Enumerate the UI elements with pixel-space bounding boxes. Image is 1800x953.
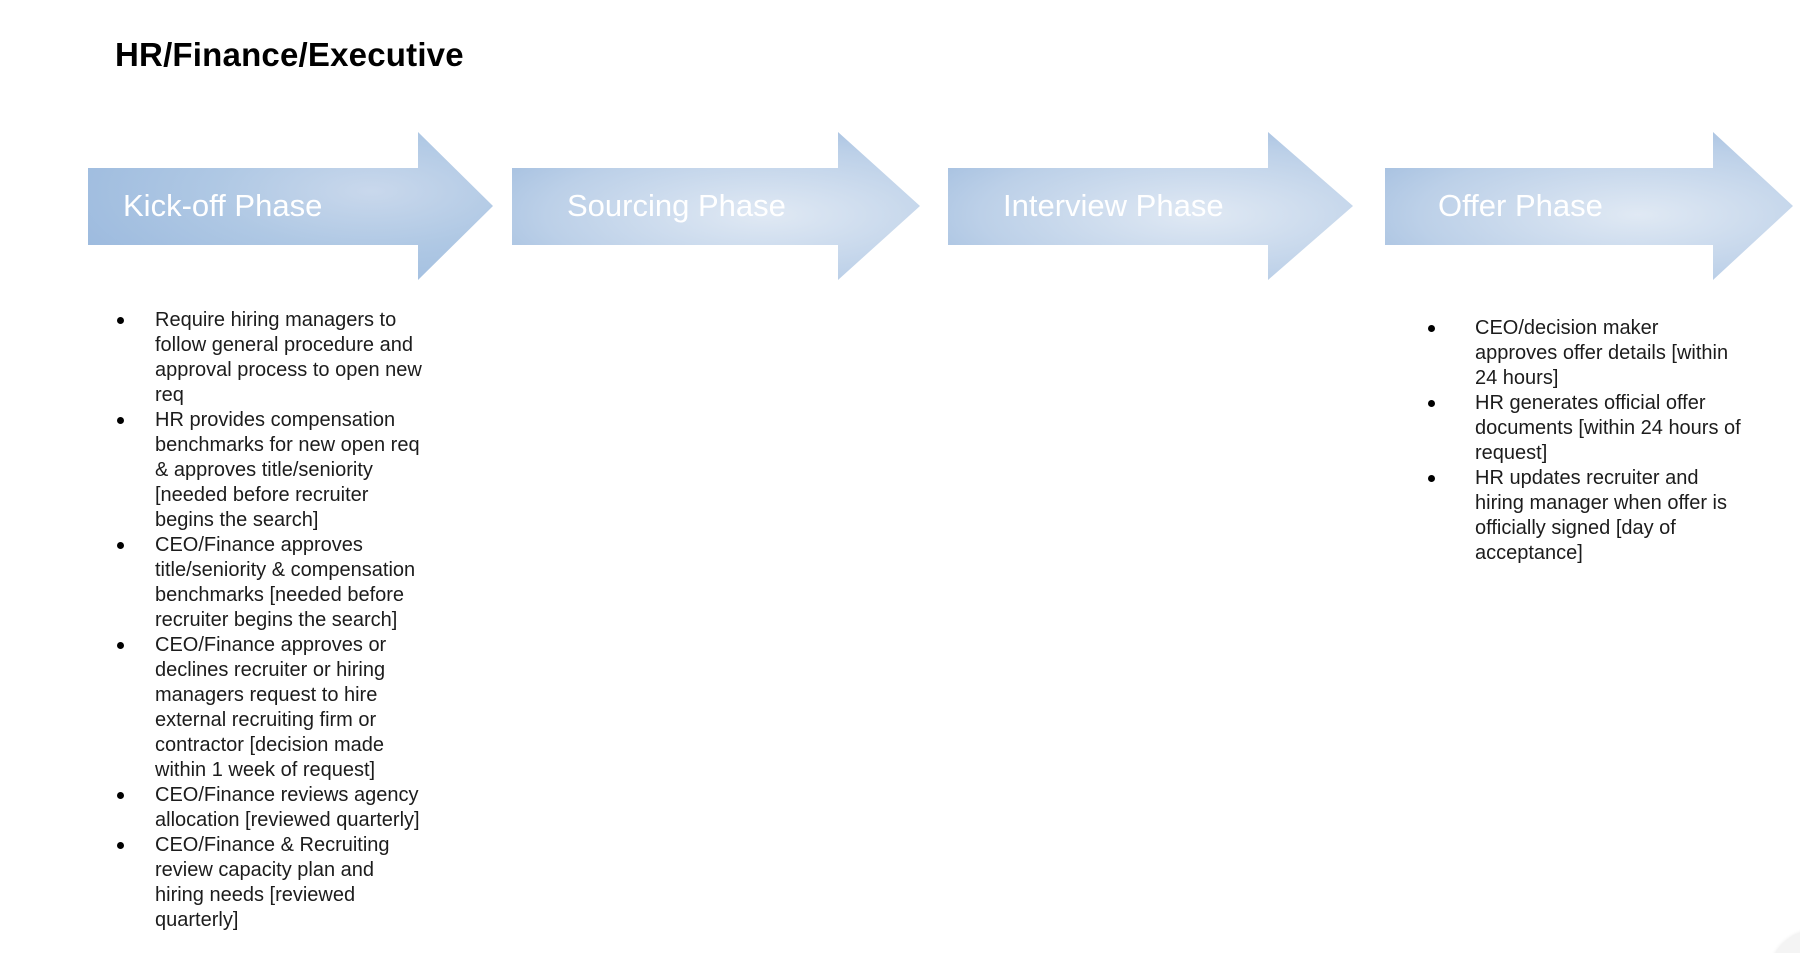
list-item: CEO/Finance approves or declines recruit… — [117, 633, 460, 783]
corner-floating-button[interactable] — [1770, 930, 1800, 953]
phase-arrow-sourcing: Sourcing Phase — [512, 132, 920, 280]
list-item: CEO/Finance & Recruiting review capacity… — [117, 833, 460, 933]
phase-arrow-interview: Interview Phase — [948, 132, 1353, 280]
list-item: Require hiring managers to follow genera… — [117, 308, 460, 408]
list-item: HR updates recruiter and hiring manager … — [1428, 466, 1760, 566]
list-item: CEO/Finance reviews agency allocation [r… — [117, 783, 460, 833]
offer-task-list: CEO/decision maker approves offer detail… — [1428, 316, 1760, 566]
page-title: HR/Finance/Executive — [115, 36, 464, 73]
phase-label-offer: Offer Phase — [1438, 188, 1603, 223]
kickoff-task-list: Require hiring managers to follow genera… — [117, 308, 460, 933]
phase-label-interview: Interview Phase — [1003, 188, 1224, 223]
list-item: HR provides compensation benchmarks for … — [117, 408, 460, 533]
list-item: HR generates official offer documents [w… — [1428, 391, 1760, 466]
phase-label-sourcing: Sourcing Phase — [567, 188, 786, 223]
phase-arrow-offer: Offer Phase — [1385, 132, 1793, 280]
list-item: CEO/decision maker approves offer detail… — [1428, 316, 1760, 391]
phase-arrow-kickoff: Kick-off Phase — [88, 132, 493, 280]
list-item: CEO/Finance approves title/seniority & c… — [117, 533, 460, 633]
phase-label-kickoff: Kick-off Phase — [123, 188, 323, 223]
